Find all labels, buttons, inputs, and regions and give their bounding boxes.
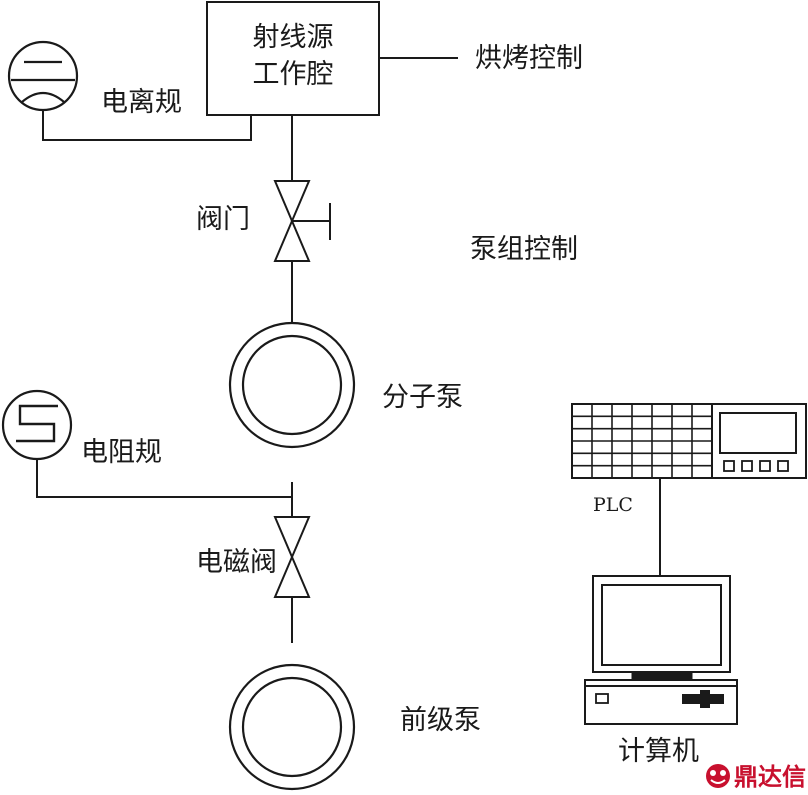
watermark-text: 鼎达信 [734,763,806,791]
computer-icon [584,575,738,725]
chamber-label-line2: 工作腔 [253,59,334,90]
watermark-icon [706,764,730,788]
ion-gauge-label: 电离规 [101,87,182,118]
molecular-pump-label: 分子泵 [382,382,463,413]
molecular-pump-icon [228,321,356,449]
backing-pump-icon [228,663,356,791]
plc-label: PLC [593,494,633,516]
bakeout-label: 烘烤控制 [475,43,583,74]
chamber-label-line1: 射线源 [253,22,334,53]
chamber: 射线源 工作腔 [206,1,380,116]
ion-gauge-line [42,110,252,141]
solenoid-valve-label: 电磁阀 [196,547,277,578]
resistance-gauge-label: 电阻规 [81,437,162,468]
resistance-gauge-line [36,459,292,498]
pump-control-label: 泵组控制 [470,234,578,265]
resistance-gauge-icon [1,389,73,461]
computer-label: 计算机 [618,736,699,767]
ion-gauge-icon [7,40,79,112]
solenoid-valve-icon [273,516,311,598]
watermark-logo: 鼎达信 [706,763,806,791]
backing-pump-label: 前级泵 [400,705,481,736]
valve-label: 阀门 [196,204,250,235]
plc-icon [571,403,807,479]
plc-terminal-grid [572,404,712,478]
valve-icon [273,180,331,262]
